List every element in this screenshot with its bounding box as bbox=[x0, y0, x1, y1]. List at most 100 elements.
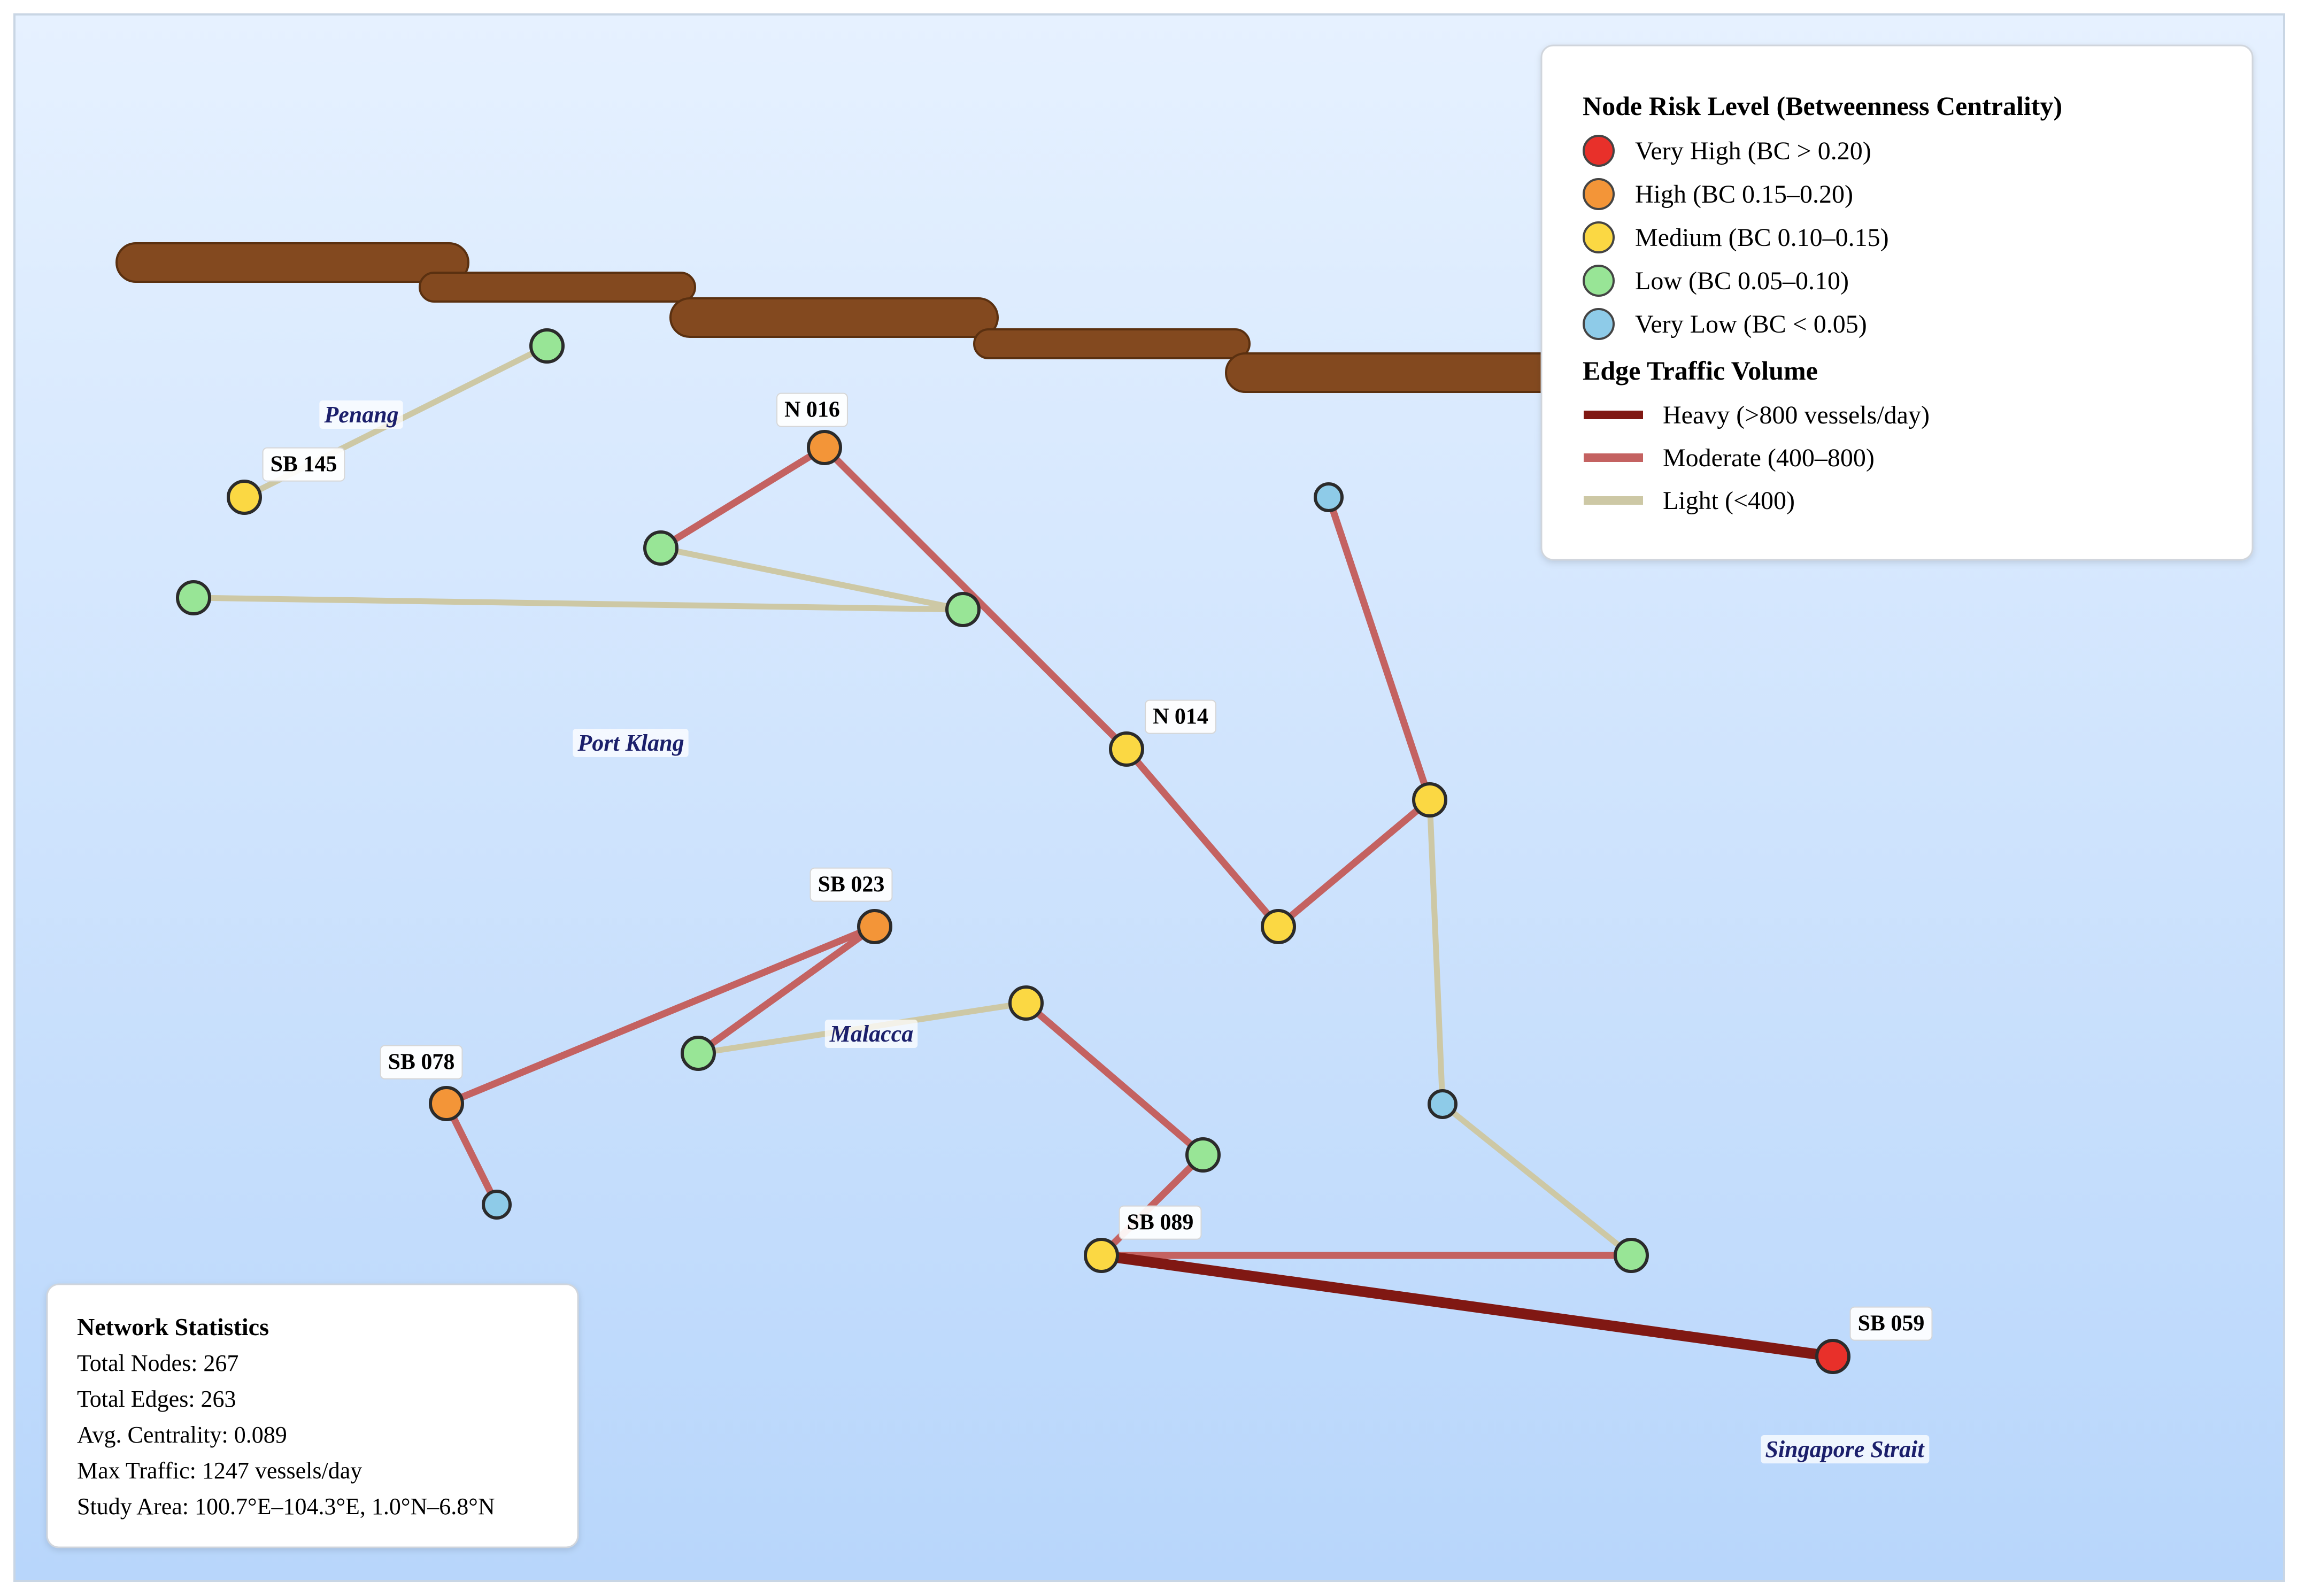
node-label-text: N 014 bbox=[1153, 705, 1208, 729]
place-malacca: Malacca bbox=[824, 1020, 918, 1048]
legend-box bbox=[1540, 44, 2254, 561]
legend-node-item: Very High (BC > 0.20) bbox=[1583, 135, 1871, 167]
legend-node-label: Low (BC 0.05–0.10) bbox=[1635, 267, 1849, 295]
node-label-sb078: SB 078 bbox=[380, 1045, 463, 1080]
edge-moderate bbox=[1325, 494, 1433, 804]
edge-moderate bbox=[1022, 999, 1207, 1159]
edge-layer bbox=[190, 343, 1838, 1362]
node-a7[interactable] bbox=[1412, 782, 1447, 818]
edge-moderate bbox=[657, 444, 828, 552]
node-label-background bbox=[380, 1045, 463, 1080]
edge-moderate bbox=[443, 923, 878, 1107]
legend-node-item: Low (BC 0.05–0.10) bbox=[1583, 265, 1849, 297]
land-segment bbox=[419, 272, 696, 303]
land-segment bbox=[669, 297, 999, 338]
edge-moderate bbox=[443, 1100, 500, 1208]
node-label-n014: N 014 bbox=[1145, 699, 1216, 734]
land-segment bbox=[1225, 352, 1569, 393]
legend-edge-item: Light (<400) bbox=[1584, 487, 1795, 515]
node-label-background bbox=[1849, 1306, 1933, 1341]
node-a13[interactable] bbox=[1428, 1089, 1458, 1119]
node-label-sb059: SB 059 bbox=[1849, 1306, 1933, 1341]
legend-swatch-circle bbox=[1583, 178, 1615, 210]
statistics-line: Study Area: 100.7°E–104.3°E, 1.0°N–6.8°N bbox=[77, 1493, 495, 1520]
node-label-sb089: SB 089 bbox=[1119, 1205, 1202, 1240]
legend-swatch-circle bbox=[1583, 221, 1615, 253]
node-a3[interactable] bbox=[945, 592, 981, 627]
node-label-text: SB 059 bbox=[1858, 1312, 1925, 1336]
legend-swatch-circle bbox=[1583, 308, 1615, 340]
place-label: Malacca bbox=[829, 1021, 913, 1047]
node-sb145[interactable] bbox=[227, 480, 262, 515]
legend-node-item: High (BC 0.15–0.20) bbox=[1583, 178, 1853, 210]
legend-edge-item: Moderate (400–800) bbox=[1584, 444, 1875, 472]
coastline-land bbox=[115, 242, 1569, 393]
statistics-line: Total Edges: 263 bbox=[77, 1386, 236, 1412]
node-a8[interactable] bbox=[681, 1036, 716, 1071]
node-sb059[interactable] bbox=[1815, 1339, 1850, 1374]
node-label-text: SB 023 bbox=[818, 873, 885, 897]
statistics-line: Max Traffic: 1247 vessels/day bbox=[77, 1458, 362, 1484]
statistics-line: Total Nodes: 267 bbox=[77, 1350, 238, 1376]
edge-moderate bbox=[1275, 796, 1433, 930]
node-label-text: SB 145 bbox=[271, 452, 337, 477]
node-sb023[interactable] bbox=[857, 909, 892, 944]
legend-node-label: Very Low (BC < 0.05) bbox=[1635, 310, 1867, 338]
place-label-background bbox=[824, 1020, 918, 1048]
node-label-text: N 016 bbox=[784, 398, 840, 422]
place-port-klang: Port Klang bbox=[573, 729, 689, 757]
legend-edge-label: Light (<400) bbox=[1663, 487, 1795, 515]
edge-light bbox=[658, 545, 966, 613]
legend-edge-title: Edge Traffic Volume bbox=[1583, 356, 1818, 385]
node-a1[interactable] bbox=[529, 328, 565, 364]
node-layer bbox=[176, 328, 1850, 1374]
node-a6[interactable] bbox=[1261, 909, 1296, 944]
node-n014[interactable] bbox=[1109, 731, 1144, 767]
node-a2[interactable] bbox=[643, 530, 678, 566]
place-label-background bbox=[319, 400, 403, 429]
legend-node-title: Node Risk Level (Betweenness Centrality) bbox=[1583, 91, 2062, 121]
statistics-title: Network Statistics bbox=[77, 1313, 269, 1340]
node-label-sb023: SB 023 bbox=[809, 867, 893, 902]
edge-light bbox=[190, 595, 966, 613]
place-label: Port Klang bbox=[577, 730, 684, 756]
legend-node-label: Very High (BC > 0.20) bbox=[1635, 137, 1871, 165]
legend-edge-item: Heavy (>800 vessels/day) bbox=[1584, 401, 1930, 429]
node-a11[interactable] bbox=[1185, 1137, 1221, 1173]
node-label-background bbox=[1119, 1205, 1202, 1240]
node-a10[interactable] bbox=[482, 1190, 512, 1220]
land-segment bbox=[115, 242, 469, 283]
node-a4[interactable] bbox=[176, 580, 211, 615]
place-label: Penang bbox=[323, 402, 398, 428]
node-n016[interactable] bbox=[807, 430, 842, 465]
legend-edge-label: Moderate (400–800) bbox=[1663, 444, 1875, 472]
legend-edge-label: Heavy (>800 vessels/day) bbox=[1663, 401, 1930, 429]
land-segment bbox=[973, 328, 1251, 359]
legend-node-item: Medium (BC 0.10–0.15) bbox=[1583, 221, 1889, 253]
node-a9[interactable] bbox=[1008, 985, 1044, 1021]
legend-swatch-circle bbox=[1583, 265, 1615, 297]
network-statistics-panel: Network Statistics Total Nodes: 267Total… bbox=[46, 1283, 579, 1548]
node-sb078[interactable] bbox=[429, 1086, 464, 1121]
legend-panel: Node Risk Level (Betweenness Centrality)… bbox=[1540, 44, 2254, 561]
edge-moderate bbox=[1098, 1151, 1207, 1259]
node-label-text: SB 078 bbox=[388, 1050, 455, 1075]
node-label-n016: N 016 bbox=[776, 392, 848, 427]
place-singapore-strait: Singapore Strait bbox=[1761, 1435, 1930, 1463]
edge-light bbox=[1426, 797, 1446, 1107]
node-label-background bbox=[809, 867, 893, 902]
edge-heavy bbox=[1096, 1250, 1838, 1362]
legend-node-items: Very High (BC > 0.20) High (BC 0.15–0.20)… bbox=[1583, 135, 1889, 340]
place-label-background bbox=[1761, 1435, 1930, 1463]
node-sb089[interactable] bbox=[1084, 1238, 1119, 1273]
place-label: Singapore Strait bbox=[1765, 1436, 1925, 1462]
node-a12[interactable] bbox=[1614, 1238, 1649, 1273]
node-label-background bbox=[262, 447, 345, 482]
edge-moderate bbox=[695, 923, 878, 1057]
place-penang: Penang bbox=[319, 400, 403, 429]
statistics-line: Avg. Centrality: 0.089 bbox=[77, 1422, 287, 1448]
node-a5[interactable] bbox=[1314, 482, 1344, 512]
